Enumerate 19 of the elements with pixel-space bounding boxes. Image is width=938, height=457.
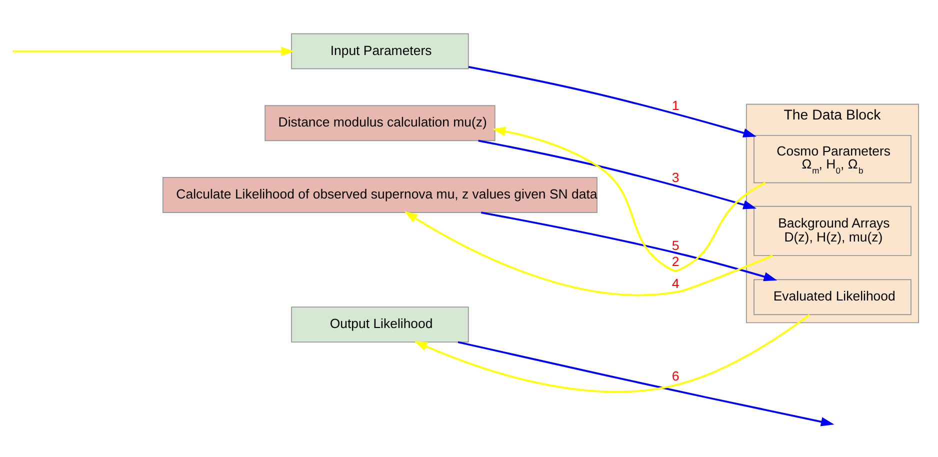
edge-label: 6 — [672, 368, 680, 384]
arrow — [492, 126, 766, 272]
arrow — [12, 46, 294, 56]
node-box: Output Likelihood — [291, 306, 469, 342]
arrow — [468, 66, 756, 137]
edge-label: 3 — [672, 169, 680, 184]
edge-label: 1 — [672, 98, 680, 113]
arrow — [458, 340, 834, 426]
node-box: Cosmo Parameters Ω$_{m}$, H$_{0}$, Ω$_{b}$ — [754, 134, 912, 183]
node-box: Background Arrays D(z), H(z), mu(z) — [754, 205, 912, 256]
edge-label: 4 — [672, 275, 680, 290]
arrow — [481, 211, 778, 281]
arrow — [478, 139, 756, 209]
edge-label: 5 — [672, 238, 680, 253]
node-box: Calculate Likelihood of observed supernova mu, z values given SN data — [162, 176, 598, 212]
edge-label: 2 — [672, 254, 680, 269]
node-box: Input Parameters — [291, 32, 469, 69]
node-box: Distance modulus calculation mu(z) — [264, 104, 496, 141]
node-box: Evaluated Likelihood — [754, 278, 912, 315]
